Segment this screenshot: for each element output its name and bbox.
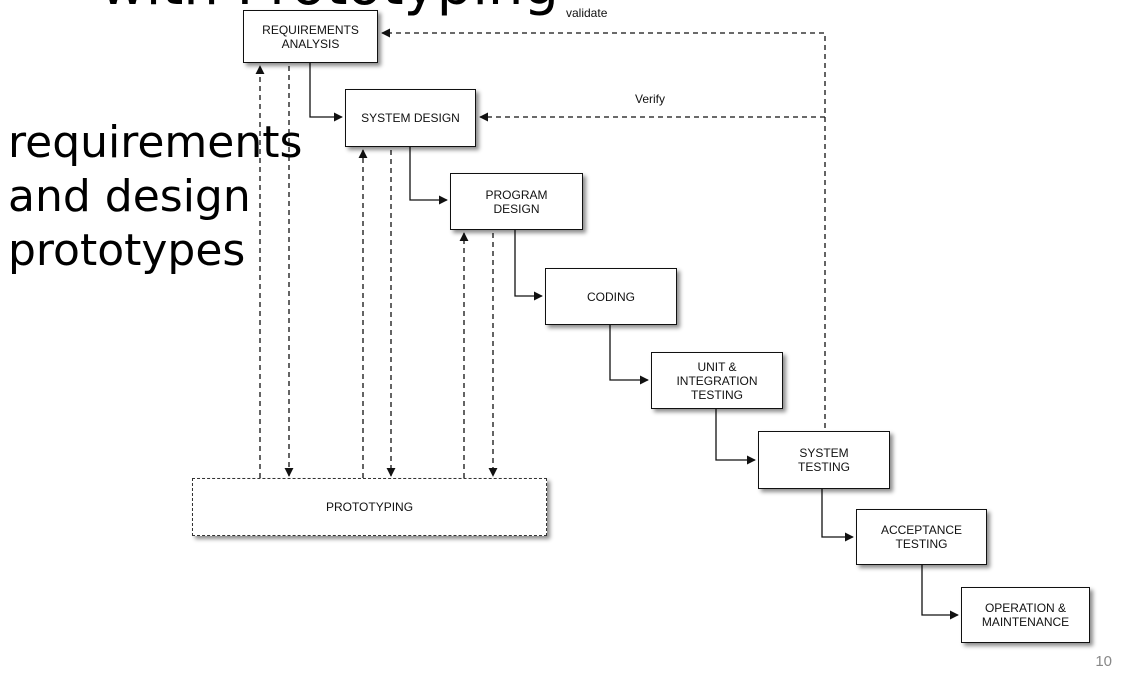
flow-arrow-program-design-to-coding (514, 230, 543, 301)
side-text-line-2: and design (8, 171, 251, 222)
page-number: 10 (1095, 653, 1112, 670)
validate-label: validate (566, 6, 608, 20)
flow-arrow-acceptance-to-operation (921, 565, 959, 620)
flow-arrow-system-design-to-program-design (409, 147, 448, 205)
acceptance-testing-box: ACCEPTANCE TESTING (856, 509, 987, 565)
requirements-analysis-box: REQUIREMENTS ANALYSIS (243, 10, 378, 63)
prototyping-box: PROTOTYPING (192, 478, 547, 536)
system-testing-box: SYSTEM TESTING (758, 431, 890, 489)
program-design-box: PROGRAM DESIGN (450, 173, 583, 230)
side-text-line-3: prototypes (8, 225, 246, 276)
operation-maintenance-box: OPERATION & MAINTENANCE (961, 587, 1090, 643)
flow-arrow-requirements-to-system-design (309, 63, 343, 122)
side-text-line-1: requirements (8, 117, 303, 168)
unit-integration-testing-box: UNIT & INTEGRATION TESTING (651, 352, 783, 409)
coding-box: CODING (545, 268, 677, 325)
flow-arrow-system-testing-to-acceptance-testing (821, 489, 854, 542)
slide-title: with Prototyping (100, 0, 559, 19)
flow-arrow-unit-testing-to-system-testing (715, 409, 756, 465)
flow-arrow-coding-to-unit-testing (609, 325, 649, 385)
system-design-box: SYSTEM DESIGN (345, 89, 476, 147)
verify-label: Verify (635, 92, 666, 106)
side-text: requirements and design prototypes (8, 116, 302, 278)
